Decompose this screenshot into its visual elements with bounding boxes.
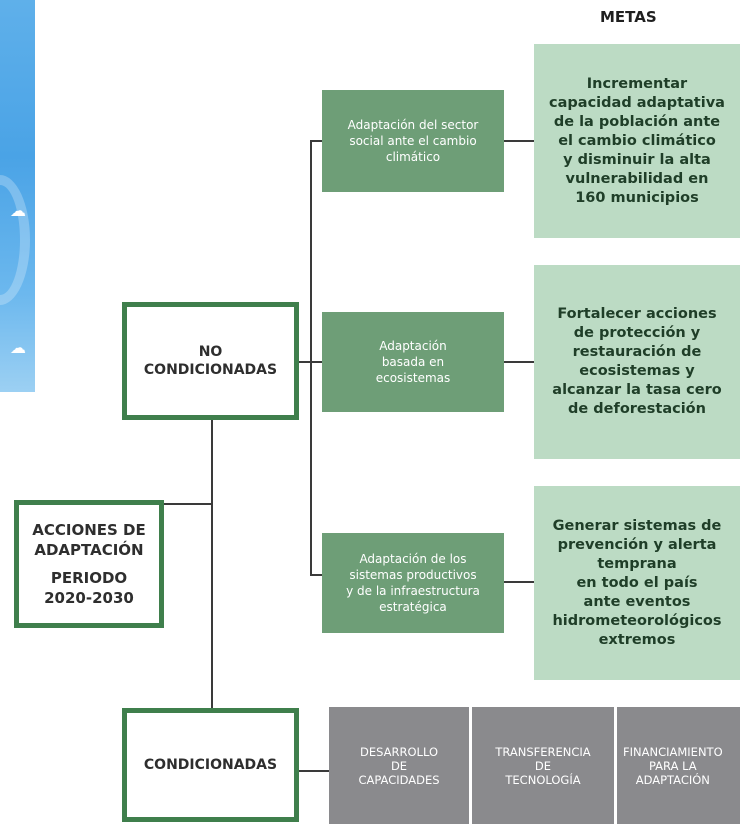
no-condicionadas-line-2: CONDICIONADAS [143,362,278,378]
decorative-image-strip: ☁ ☁ [0,0,35,392]
goal-connector-1 [504,140,534,142]
goal-box-alerta-temprana: Generar sistemas de prevención y alerta … [534,486,740,680]
goal-box-capacidad-adaptativa: Incrementar capacidad adaptativa de la p… [534,44,740,238]
cloud-icon: ☁ [10,201,26,220]
no-condicionadas-connector [298,361,310,363]
no-condicionadas-line-1: NO [198,344,223,360]
root-title-line-1: ACCIONES DE [32,521,146,539]
condition-box-financiamiento: FINANCIAMIENTO PARA LA ADAPTACIÓN [617,707,740,824]
action-label-social: Adaptación del sector social ante el cam… [347,118,479,164]
condition-label-financiamiento: FINANCIAMIENTO PARA LA ADAPTACIÓN [623,744,723,787]
condition-box-transferencia-tecnologia: TRANSFERENCIA DE TECNOLOGÍA [472,707,614,824]
condition-label-transferencia-tecnologia: TRANSFERENCIA DE TECNOLOGÍA [495,744,591,787]
no-condicionadas-box: NO CONDICIONADAS [122,302,299,420]
action-connector-3 [310,574,322,576]
metas-heading: METAS [600,8,657,26]
condicionadas-label: CONDICIONADAS [143,757,278,773]
condicionadas-connector [298,770,329,772]
action-label-ecosistemas: Adaptación basada en ecosistemas [375,339,451,385]
action-box-social: Adaptación del sector social ante el cam… [322,90,504,192]
branch-spine [310,140,312,575]
goal-label-alerta-temprana: Generar sistemas de prevención y alerta … [552,517,722,648]
goal-connector-3 [504,581,534,583]
condicionadas-box: CONDICIONADAS [122,708,299,822]
condition-box-desarrollo-capacidades: DESARROLLO DE CAPACIDADES [329,707,469,824]
root-title-line-2: ADAPTACIÓN [34,541,144,559]
action-label-infraestructura: Adaptación de los sistemas productivos y… [346,552,480,614]
root-period-label: PERIODO [50,569,128,587]
cloud-icon: ☁ [10,338,26,357]
decorative-arc [0,175,30,305]
condition-label-desarrollo-capacidades: DESARROLLO DE CAPACIDADES [358,744,440,787]
goal-connector-2 [504,361,534,363]
goal-label-proteccion-ecosistemas: Fortalecer acciones de protección y rest… [552,306,722,417]
root-box-acciones-de-adaptacion: ACCIONES DE ADAPTACIÓN PERIODO 2020-2030 [14,500,164,628]
action-box-ecosistemas: Adaptación basada en ecosistemas [322,312,504,412]
root-connector [160,503,212,505]
goal-label-capacidad-adaptativa: Incrementar capacidad adaptativa de la p… [549,75,725,206]
root-period-years: 2020-2030 [44,589,134,607]
goal-box-proteccion-ecosistemas: Fortalecer acciones de protección y rest… [534,265,740,459]
action-connector-1 [310,140,322,142]
trunk-connector [211,420,213,708]
action-box-infraestructura: Adaptación de los sistemas productivos y… [322,533,504,633]
action-connector-2 [310,361,322,363]
